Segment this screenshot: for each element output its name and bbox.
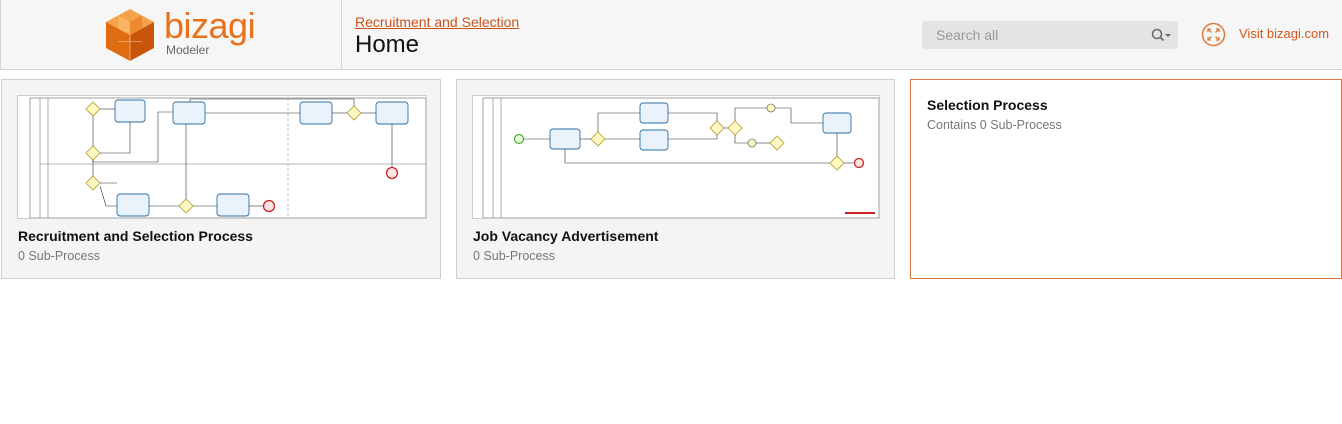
- search-icon[interactable]: [1150, 27, 1172, 43]
- card-title: Selection Process: [927, 97, 1048, 113]
- logo-area: bizagi Modeler: [0, 0, 342, 70]
- logo-text: bizagi: [164, 5, 256, 46]
- visit-bizagi-link[interactable]: Visit bizagi.com: [1239, 26, 1330, 41]
- card-subtitle: 0 Sub-Process: [473, 249, 555, 263]
- dropdown-caret-icon: [1165, 34, 1171, 37]
- process-card-selection[interactable]: Selection Process Contains 0 Sub-Process: [910, 79, 1342, 279]
- page-title: Home: [355, 31, 420, 58]
- process-thumbnail: [17, 95, 427, 219]
- process-thumbnail: [472, 95, 880, 219]
- card-subtitle: 0 Sub-Process: [18, 249, 100, 263]
- process-card-job-vacancy[interactable]: Job Vacancy Advertisement 0 Sub-Process: [456, 79, 895, 279]
- search-box: [922, 21, 1178, 49]
- card-title: Recruitment and Selection Process: [18, 228, 253, 244]
- card-subtitle: Contains 0 Sub-Process: [927, 118, 1062, 132]
- bpmn-diagram-thumbnail: [29, 97, 426, 218]
- breadcrumb[interactable]: Recruitment and Selection: [355, 14, 520, 30]
- expand-arrows-icon[interactable]: [1201, 22, 1226, 47]
- card-title: Job Vacancy Advertisement: [473, 228, 659, 244]
- bizagi-cube-logo-icon: [106, 9, 154, 61]
- top-bar: bizagi Modeler Recruitment and Selection…: [0, 0, 1342, 70]
- process-card-recruitment[interactable]: Recruitment and Selection Process 0 Sub-…: [1, 79, 441, 279]
- logo-subtitle: Modeler: [166, 43, 210, 57]
- search-input[interactable]: [922, 21, 1142, 49]
- bpmn-diagram-thumbnail: [482, 97, 879, 218]
